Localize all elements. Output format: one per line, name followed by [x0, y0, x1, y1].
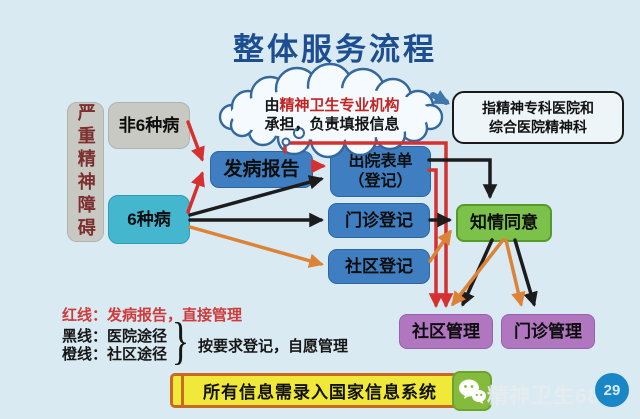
edge-black-discharge-to-consent: [427, 158, 498, 199]
node-severe-mental-disorder: 严重精神障碍: [67, 102, 104, 242]
note-box-line2: 综合医院精神科: [489, 118, 587, 135]
legend-orange-line: 橙线：社区途径: [62, 346, 168, 363]
node-discharge-line2: （登记）: [348, 172, 413, 190]
wechat-bubbles-icon: [459, 379, 486, 404]
legend-brace: }: [171, 313, 190, 370]
edge-orange-six-to-community-reg: [188, 225, 324, 268]
cloud-text-highlight: 精神卫生专业机构: [279, 97, 400, 114]
node-discharge-line1: 出院表单: [348, 152, 413, 170]
legend-black-line: 黑线：医院途径: [62, 328, 168, 345]
cloud-tail-bubble-small: [281, 137, 291, 147]
banner-fold: [181, 376, 184, 405]
edge-black-consent-to-outpatient-mgmt: [513, 238, 538, 307]
legend-note: 按要求登记，自愿管理: [198, 338, 349, 355]
edge-orange-community-reg-to-consent: [428, 229, 452, 263]
cloud-text-line2: 承担，负责填报信息: [264, 116, 400, 133]
node-community-management: 社区管理: [399, 314, 493, 349]
node-non-six-diseases: 非6种病: [108, 102, 190, 149]
edge-orange-consent-to-outpatient-mgmt: [504, 238, 526, 307]
edge-red-non6-to-onset-report: [186, 120, 205, 162]
node-outpatient-registration: 门诊登记: [328, 203, 430, 238]
node-community-registration: 社区登记: [328, 249, 430, 284]
note-box-specialty-hospitals: 指精神专科医院和 综合医院精神科: [452, 91, 624, 144]
edge-black-consent-to-community-mgmt: [461, 238, 494, 307]
banner-text: 所有信息需录入国家信息系统: [203, 383, 437, 402]
banner-national-info-system: 所有信息需录入国家信息系统: [170, 373, 470, 408]
count-badge: 29: [595, 373, 629, 407]
node-discharge-form: 出院表单 （登记）: [330, 146, 431, 197]
node-outpatient-management: 门诊管理: [501, 314, 595, 349]
node-informed-consent: 知情同意: [456, 204, 552, 242]
edge-red-six-to-onset-report: [186, 171, 205, 214]
edge-orange-consent-to-community-mgmt: [451, 238, 505, 307]
watermark-text: 精神卫生686: [487, 385, 614, 408]
note-box-line1: 指精神专科医院和: [482, 99, 594, 116]
wechat-icon: [452, 371, 492, 411]
legend-red-line: 红线：发病报告，直接管理: [62, 307, 243, 324]
page-title: 整体服务流程: [233, 32, 437, 67]
cloud-text-line1: 由精神卫生专业机构: [222, 94, 442, 115]
node-six-diseases: 6种病: [108, 195, 190, 244]
node-onset-report: 发病报告: [210, 151, 313, 188]
cloud-text-prefix: 由: [264, 97, 280, 114]
